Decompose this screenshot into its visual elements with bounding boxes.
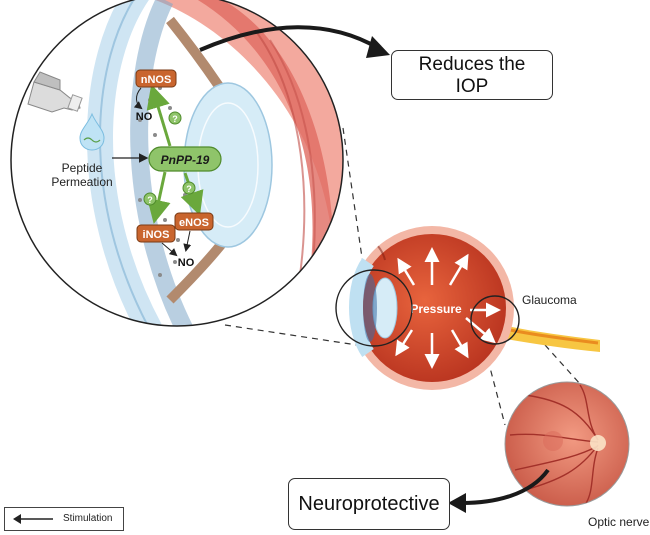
enos-label: eNOS bbox=[179, 217, 209, 229]
inos-no-arrow bbox=[161, 242, 178, 257]
optic-disc-highlight-circle bbox=[470, 295, 520, 345]
cornea-highlight-circle bbox=[335, 269, 413, 347]
reduces-iop-callout: Reduces the IOP bbox=[391, 50, 553, 100]
reduces-iop-line-1: Reduces the bbox=[418, 54, 526, 75]
neuroprotective-callout: Neuroprotective bbox=[288, 478, 450, 530]
pressure-label: Pressure bbox=[410, 302, 462, 316]
legend-box: Stimulation bbox=[4, 507, 124, 531]
legend-label: Stimulation bbox=[63, 513, 113, 524]
no-label-bottom: NO bbox=[178, 257, 195, 269]
peptide-name: PnPP-19 bbox=[161, 153, 210, 167]
inos-label: iNOS bbox=[143, 229, 170, 241]
neuro-arrow-line bbox=[461, 468, 550, 505]
reduces-iop-line-2: IOP bbox=[455, 76, 489, 97]
nnos-label: nNOS bbox=[141, 74, 172, 86]
retina-fundus bbox=[504, 381, 630, 507]
eyeball bbox=[349, 226, 600, 390]
optic-nerve-label: Optic nerve bbox=[588, 515, 650, 529]
svg-text:?: ? bbox=[186, 184, 192, 194]
svg-text:?: ? bbox=[172, 114, 178, 124]
legend-arrow-icon bbox=[13, 514, 53, 524]
enos-no-arrow bbox=[183, 230, 192, 252]
question-mark-icons: ? ? ? bbox=[143, 111, 196, 206]
zoom-circle-outline bbox=[10, 0, 344, 327]
inos-box bbox=[136, 224, 176, 243]
zoom-connector-lines bbox=[224, 127, 591, 426]
eye-drop-bottle-icon bbox=[27, 71, 83, 113]
iop-arrow-line bbox=[199, 25, 380, 52]
enos-box bbox=[174, 212, 214, 231]
peptide-pill bbox=[148, 146, 222, 172]
glaucoma-label: Glaucoma bbox=[522, 293, 577, 307]
nnos-box bbox=[135, 69, 177, 88]
peptide-permeation-label-1: Peptide bbox=[62, 161, 103, 175]
neuro-arrow-head bbox=[448, 493, 466, 513]
iop-arrow-head bbox=[366, 36, 390, 58]
drop-icon bbox=[79, 112, 105, 151]
svg-text:?: ? bbox=[147, 195, 153, 205]
peptide-permeation-label-2: Permeation bbox=[51, 175, 112, 189]
nnos-no-arrow bbox=[133, 87, 143, 110]
no-label-top: NO bbox=[136, 111, 153, 123]
